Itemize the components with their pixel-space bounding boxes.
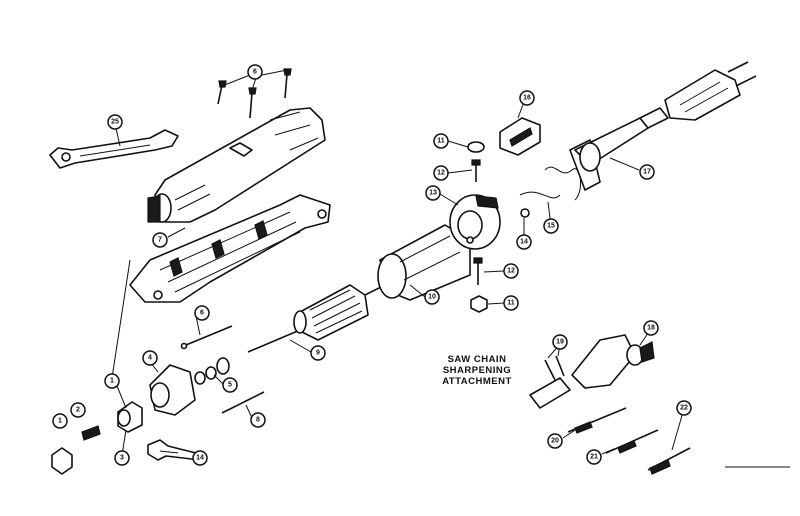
attachment-bracket-part [529,355,571,409]
attachment-caption-line-2: SHARPENING [443,365,511,376]
brush-holder-part [449,194,501,250]
svg-text:17: 17 [643,169,651,176]
svg-text:11: 11 [507,300,515,307]
callout-4: 4 [142,350,158,366]
svg-text:14: 14 [520,239,528,246]
svg-text:19: 19 [556,339,564,346]
svg-text:6: 6 [253,69,257,76]
callout-21: 21 [586,449,602,465]
svg-text:2: 2 [76,407,80,414]
svg-text:3: 3 [120,455,124,462]
callout-18: 18 [643,320,659,336]
attachment-caption-line-3: ATTACHMENT [442,376,512,387]
armature-part [247,284,386,353]
callout-1-housing: 1 [104,373,120,389]
svg-text:1: 1 [110,378,114,385]
svg-text:6: 6 [200,310,204,317]
callout-2: 2 [70,402,86,418]
callout-8: 8 [250,412,266,428]
svg-text:21: 21 [590,454,598,461]
lower-motor-housing [129,194,331,303]
callout-15: 15 [543,218,559,234]
attachment-guide-part [571,334,655,389]
callout-13: 13 [425,185,441,201]
callout-17: 17 [639,164,655,180]
callout-25: 25 [107,114,123,130]
callout-6-pin: 6 [194,305,210,321]
svg-text:7: 7 [158,237,162,244]
callout-11-bottom: 11 [503,295,519,311]
svg-text:8: 8 [256,417,260,424]
attachment-caption-line-1: SAW CHAIN [448,354,507,365]
callout-20: 20 [547,433,563,449]
leader-lines [111,69,684,456]
callout-1-nut: 1 [52,413,68,429]
callout-16: 16 [519,90,535,106]
svg-text:16: 16 [523,95,531,102]
bearing-cap-part [149,364,196,416]
wrench-part [49,129,179,169]
callout-22: 22 [676,400,692,416]
pin-lower-part [221,391,265,414]
callout-14-wrench: 14 [192,450,208,466]
callout-3: 3 [114,450,130,466]
upper-motor-housing [147,107,326,223]
svg-text:14: 14 [196,455,204,462]
callout-5: 5 [222,377,238,393]
small-bit-part [81,425,101,441]
pin-part [180,325,233,350]
svg-text:20: 20 [551,438,559,445]
field-assembly-part [377,224,471,301]
callout-12-top: 12 [433,165,449,181]
callout-19: 19 [552,334,568,350]
spacer-rings [194,357,230,385]
terminal-screw-top [467,141,485,182]
svg-text:15: 15 [547,223,555,230]
callout-6-screws: 6 [247,64,263,80]
svg-text:18: 18 [647,325,655,332]
svg-text:9: 9 [316,350,320,357]
callout-12-bottom: 12 [503,263,519,279]
cap-nut-part [51,447,73,475]
svg-text:12: 12 [437,170,445,177]
collet-part [117,401,143,433]
callout-14-wire: 14 [516,234,532,250]
terminal-screw-bottom [470,257,488,313]
svg-text:22: 22 [680,405,688,412]
grinding-stone-22 [647,447,691,475]
svg-text:13: 13 [429,190,437,197]
attachment-caption: SAW CHAIN SHARPENING ATTACHMENT [442,354,512,387]
svg-text:5: 5 [228,382,232,389]
svg-text:10: 10 [428,294,436,301]
svg-text:12: 12 [507,268,515,275]
switch-part [499,117,541,156]
callout-11-top: 11 [433,133,449,149]
svg-text:1: 1 [58,418,62,425]
callout-7-housing: 7 [152,232,168,248]
svg-text:11: 11 [437,138,445,145]
power-cord-part [574,61,757,172]
callout-10: 10 [424,289,440,305]
grinding-stone-21 [605,429,659,454]
small-wrench-part [147,439,201,461]
callout-9: 9 [310,345,326,361]
svg-text:25: 25 [111,119,119,126]
svg-text:4: 4 [148,355,152,362]
grinding-stone-20 [567,407,627,434]
